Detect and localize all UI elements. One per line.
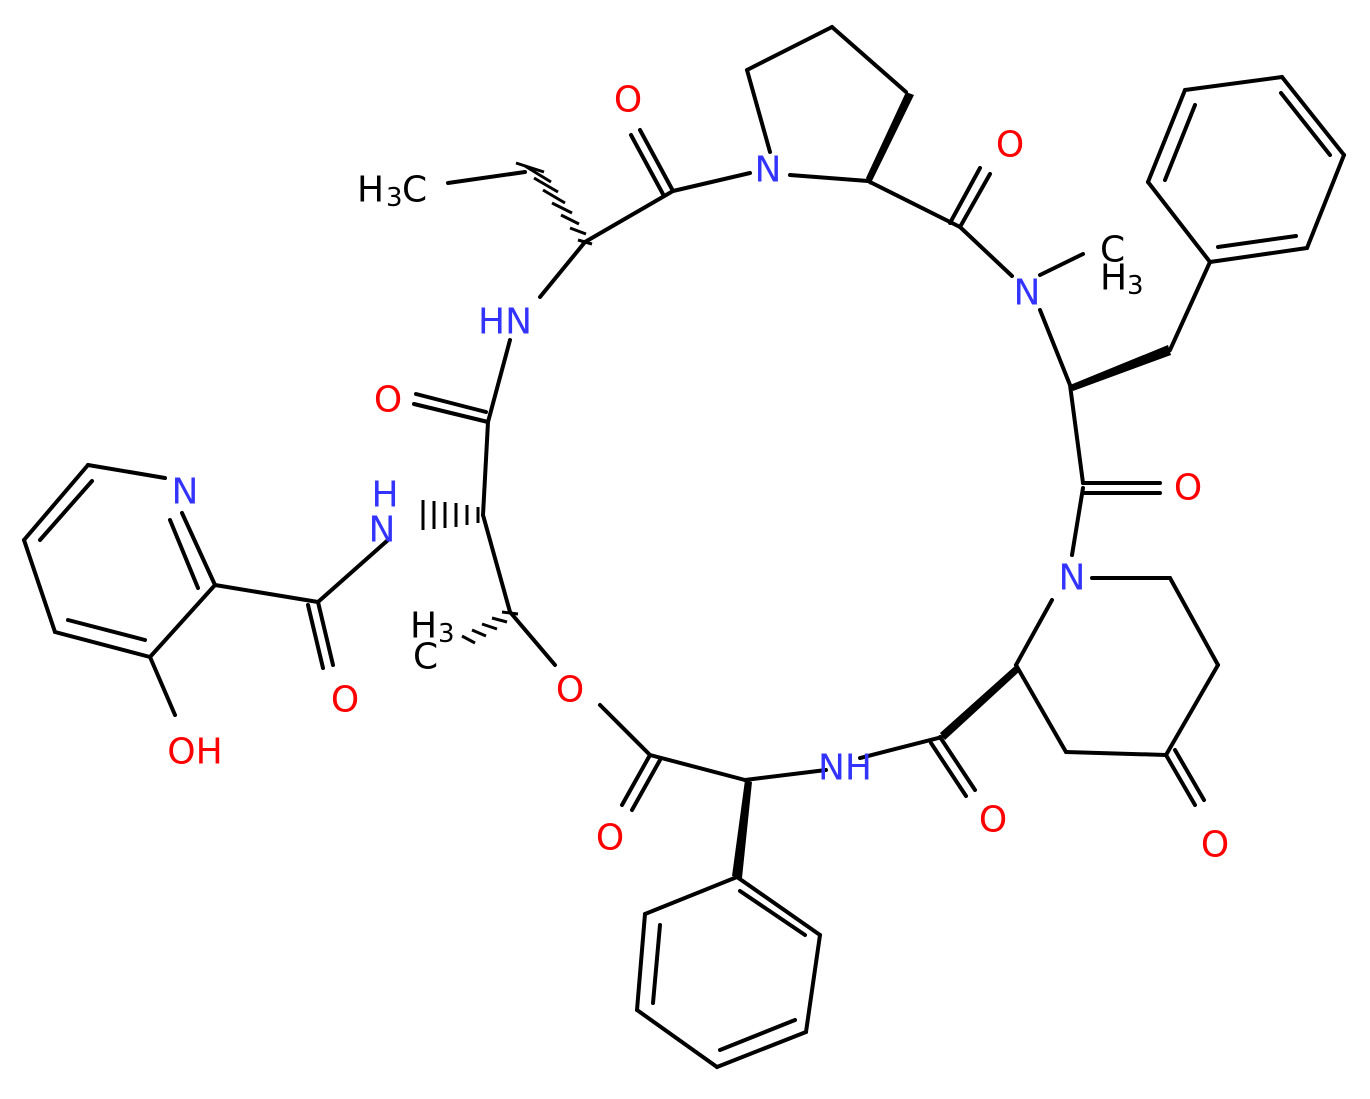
atom-o-amide: O xyxy=(331,680,359,721)
atom-o-bottom-carbonyl: O xyxy=(979,800,1007,841)
label-ch3-n-c: C xyxy=(1100,230,1125,271)
atom-nh-left-h: H xyxy=(371,475,398,516)
label-h3c-ethyl-c: C xyxy=(402,170,427,211)
label-ch3-n-h: H xyxy=(1100,258,1127,299)
label-h3c-thr-c: C xyxy=(413,637,438,678)
ethyl-methyl: H 3 C xyxy=(357,170,427,214)
atom-o-left-carbonyl: O xyxy=(374,380,402,421)
atom-n-proline: N xyxy=(755,150,782,191)
atom-nh-left-n: N xyxy=(369,510,396,551)
atom-o-ester-carbonyl: O xyxy=(596,818,624,859)
atom-oh: OH xyxy=(167,732,222,773)
atom-hn-top: HN xyxy=(478,302,532,343)
label-h3c-thr-sub: 3 xyxy=(438,619,455,649)
threonine-methyl: H 3 C xyxy=(410,606,455,678)
atom-o-proline-carbonyl: O xyxy=(996,125,1024,166)
atom-o-ester-ring: O xyxy=(556,670,584,711)
atom-n-pipecolic: N xyxy=(1059,558,1086,599)
atom-n-methyl: N xyxy=(1014,273,1041,314)
bond-lines xyxy=(22,25,1346,1069)
atom-nh-bottom: NH xyxy=(818,748,872,789)
label-ch3-n-sub: 3 xyxy=(1127,271,1144,301)
methyl-on-n: C H 3 xyxy=(1100,230,1144,302)
atom-o-top: O xyxy=(614,80,642,121)
atom-n-pyridine: N xyxy=(172,472,199,513)
label-h3c-ethyl-sub: 3 xyxy=(386,183,403,213)
atom-labels: N N C H 3 HN H 3 C O O O O N H N N O O H … xyxy=(167,80,1229,866)
label-h3c-ethyl: H xyxy=(357,170,384,211)
label-h3c-thr-h: H xyxy=(410,606,437,647)
atom-o-ketone: O xyxy=(1201,825,1229,866)
atom-o-right-carbonyl: O xyxy=(1174,468,1202,509)
